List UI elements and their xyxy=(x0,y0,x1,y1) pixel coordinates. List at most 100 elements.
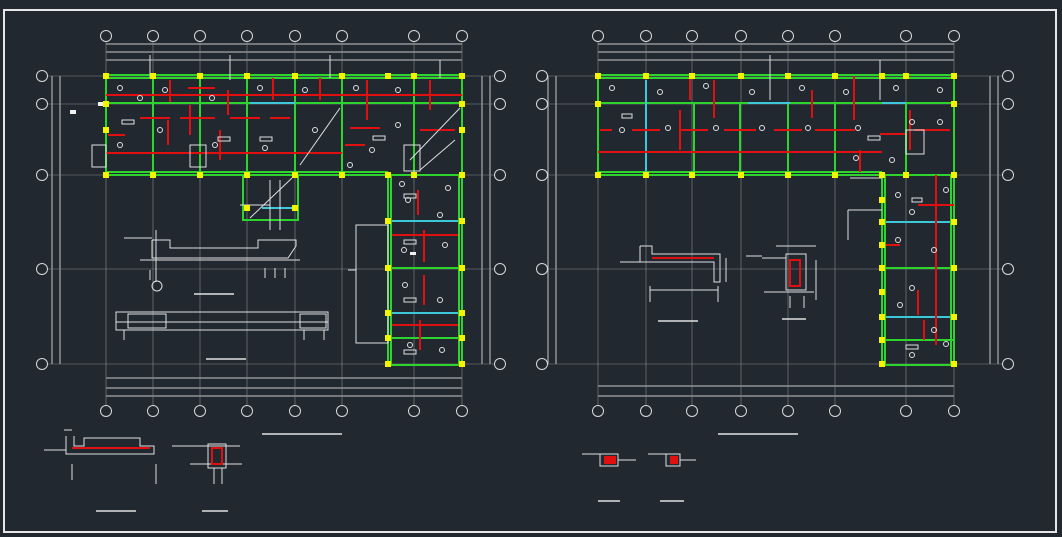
column-icon xyxy=(951,73,957,79)
left-columns xyxy=(103,73,465,367)
axis-bubble-icon xyxy=(829,30,841,42)
column-icon xyxy=(951,219,957,225)
column-icon xyxy=(339,172,345,178)
axis-bubble-icon xyxy=(640,30,652,42)
column-icon xyxy=(459,335,465,341)
column-icon xyxy=(459,101,465,107)
column-icon xyxy=(595,101,601,107)
left-slab-edges xyxy=(250,102,458,314)
axis-bubble-icon xyxy=(494,358,506,370)
left-plan xyxy=(36,30,506,512)
axis-bubble-icon xyxy=(408,30,420,42)
axis-bubble-icon xyxy=(36,70,48,82)
column-icon xyxy=(879,265,885,271)
column-icon xyxy=(197,73,203,79)
column-icon xyxy=(951,101,957,107)
axis-bubble-icon xyxy=(494,169,506,181)
drawing-frame xyxy=(3,9,1057,533)
column-icon xyxy=(879,289,885,295)
column-icon xyxy=(903,73,909,79)
axis-bubble-icon xyxy=(1002,169,1014,181)
column-icon xyxy=(459,310,465,316)
axis-bubble-icon xyxy=(735,405,747,417)
axis-bubble-icon xyxy=(36,358,48,370)
right-section-fills xyxy=(604,456,678,464)
axis-bubble-icon xyxy=(1002,98,1014,110)
axis-bubble-icon xyxy=(735,30,747,42)
left-section-rebar xyxy=(72,447,223,465)
column-icon xyxy=(595,73,601,79)
right-title-underlines xyxy=(598,318,806,502)
axis-bubble-icon xyxy=(536,98,548,110)
column-icon xyxy=(879,337,885,343)
column-icon xyxy=(103,73,109,79)
axis-bubble-icon xyxy=(536,169,548,181)
right-beams xyxy=(598,76,954,345)
axis-bubble-icon xyxy=(336,405,348,417)
axis-bubble-icon xyxy=(241,30,253,42)
right-axis-bubbles xyxy=(536,30,1014,417)
left-side-dimension-lines xyxy=(51,76,491,364)
column-icon xyxy=(411,172,417,178)
axis-bubble-icon xyxy=(36,263,48,275)
axis-bubble-icon xyxy=(289,405,301,417)
axis-bubble-icon xyxy=(194,30,206,42)
axis-bubble-icon xyxy=(336,30,348,42)
column-icon xyxy=(879,242,885,248)
right-section-details xyxy=(582,245,817,467)
column-icon xyxy=(595,172,601,178)
column-icon xyxy=(738,73,744,79)
column-icon xyxy=(292,172,298,178)
axis-bubble-icon xyxy=(494,98,506,110)
column-icon xyxy=(459,265,465,271)
column-icon xyxy=(951,265,957,271)
column-icon xyxy=(459,73,465,79)
column-icon xyxy=(785,73,791,79)
column-icon xyxy=(150,172,156,178)
column-icon xyxy=(951,172,957,178)
column-icon xyxy=(150,73,156,79)
column-icon xyxy=(459,127,465,133)
column-icon xyxy=(879,73,885,79)
axis-bubble-icon xyxy=(100,30,112,42)
axis-bubble-icon xyxy=(1002,358,1014,370)
left-title-underlines xyxy=(96,293,342,512)
left-beams xyxy=(106,78,462,350)
axis-bubble-icon xyxy=(456,30,468,42)
axis-bubble-icon xyxy=(900,30,912,42)
left-axis-bubbles xyxy=(36,30,506,417)
column-icon xyxy=(339,73,345,79)
axis-bubble-icon xyxy=(100,405,112,417)
axis-bubble-icon xyxy=(1002,70,1014,82)
column-icon xyxy=(832,73,838,79)
right-walls xyxy=(597,74,955,366)
column-icon xyxy=(459,218,465,224)
left-tags xyxy=(70,102,416,255)
left-axis-lines xyxy=(48,42,494,405)
right-axis-lines xyxy=(548,42,1002,405)
column-icon xyxy=(385,335,391,341)
axis-bubble-icon xyxy=(948,30,960,42)
column-icon xyxy=(879,172,885,178)
axis-bubble-icon xyxy=(592,405,604,417)
left-bottom-dimension-lines xyxy=(106,377,462,397)
column-icon xyxy=(879,197,885,203)
column-icon xyxy=(643,73,649,79)
column-icon xyxy=(459,172,465,178)
column-icon xyxy=(385,310,391,316)
left-details xyxy=(91,55,461,355)
column-icon xyxy=(643,172,649,178)
column-icon xyxy=(951,361,957,367)
axis-bubble-icon xyxy=(36,98,48,110)
axis-bubble-icon xyxy=(829,405,841,417)
axis-bubble-icon xyxy=(241,405,253,417)
axis-bubble-icon xyxy=(147,405,159,417)
column-icon xyxy=(385,361,391,367)
axis-bubble-icon xyxy=(536,70,548,82)
column-icon xyxy=(903,172,909,178)
axis-bubble-icon xyxy=(592,30,604,42)
column-icon xyxy=(411,73,417,79)
axis-bubble-icon xyxy=(456,405,468,417)
